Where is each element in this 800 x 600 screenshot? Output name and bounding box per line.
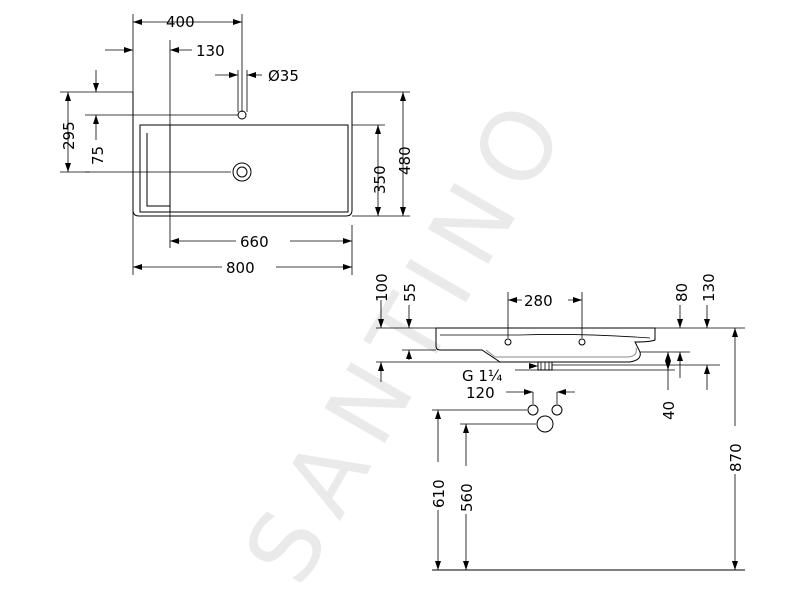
dim-130-side: 130 xyxy=(700,273,718,390)
dim-130-side-label: 130 xyxy=(700,273,718,302)
dim-55-label: 55 xyxy=(401,283,419,302)
supply-right xyxy=(551,404,563,416)
dim-400-label: 400 xyxy=(166,13,195,31)
thread-label-group: G 1¼ xyxy=(462,363,538,385)
dim-80: 80 xyxy=(673,283,691,378)
dim-660-label: 660 xyxy=(240,233,269,251)
thread-label: G 1¼ xyxy=(462,367,503,385)
overflow-left xyxy=(504,338,512,346)
dim-80-label: 80 xyxy=(673,283,691,302)
basin-bowl-grey xyxy=(485,347,637,358)
dim-480-label: 480 xyxy=(396,146,414,175)
top-view: 400 130 Ø35 295 xyxy=(60,13,414,277)
drain-inner xyxy=(236,166,248,178)
dim-295-label: 295 xyxy=(60,121,78,150)
basin-profile-inner xyxy=(440,334,651,339)
dim-870: 870 xyxy=(725,328,745,570)
dim-800-label: 800 xyxy=(226,259,255,277)
overflow-right xyxy=(578,338,586,346)
basin-profile xyxy=(435,327,656,363)
dim-40: 40 xyxy=(660,352,678,420)
dim-280-label: 280 xyxy=(524,292,553,310)
dim-75: 75 xyxy=(89,70,107,165)
dim-280: 280 xyxy=(508,291,582,310)
dim-40-label: 40 xyxy=(660,401,678,420)
dim-480: 480 xyxy=(396,92,414,216)
dim-350-label: 350 xyxy=(371,165,389,194)
dim-610-label: 610 xyxy=(430,479,448,508)
dim-870-label: 870 xyxy=(727,443,745,472)
dim-130-label: 130 xyxy=(196,42,225,60)
dim-100: 100 xyxy=(373,273,391,382)
dim-350: 350 xyxy=(371,125,389,216)
dim-130-top: 130 xyxy=(105,42,225,60)
dim-75-label: 75 xyxy=(89,146,107,165)
dim-610: 610 xyxy=(428,410,448,570)
dim-400: 400 xyxy=(133,13,242,31)
dim-120-label: 120 xyxy=(466,384,495,402)
bowl-outline xyxy=(139,124,349,213)
supply-left xyxy=(527,404,539,416)
dim-55: 55 xyxy=(401,283,419,360)
dim-660: 660 xyxy=(170,232,352,251)
dim-dia35-label: Ø35 xyxy=(268,67,299,85)
dim-dia35: Ø35 xyxy=(215,67,299,85)
dim-800: 800 xyxy=(133,258,352,277)
dim-560: 560 xyxy=(456,424,476,570)
dim-560-label: 560 xyxy=(458,483,476,512)
waste-connection xyxy=(536,415,554,433)
side-view: 280 100 55 80 xyxy=(373,273,745,571)
shelf xyxy=(140,124,171,212)
tap-hole xyxy=(237,110,247,120)
dim-120: 120 xyxy=(466,384,575,402)
dim-100-label: 100 xyxy=(373,273,391,302)
drain-outer xyxy=(232,162,252,182)
dim-295: 295 xyxy=(60,92,78,172)
